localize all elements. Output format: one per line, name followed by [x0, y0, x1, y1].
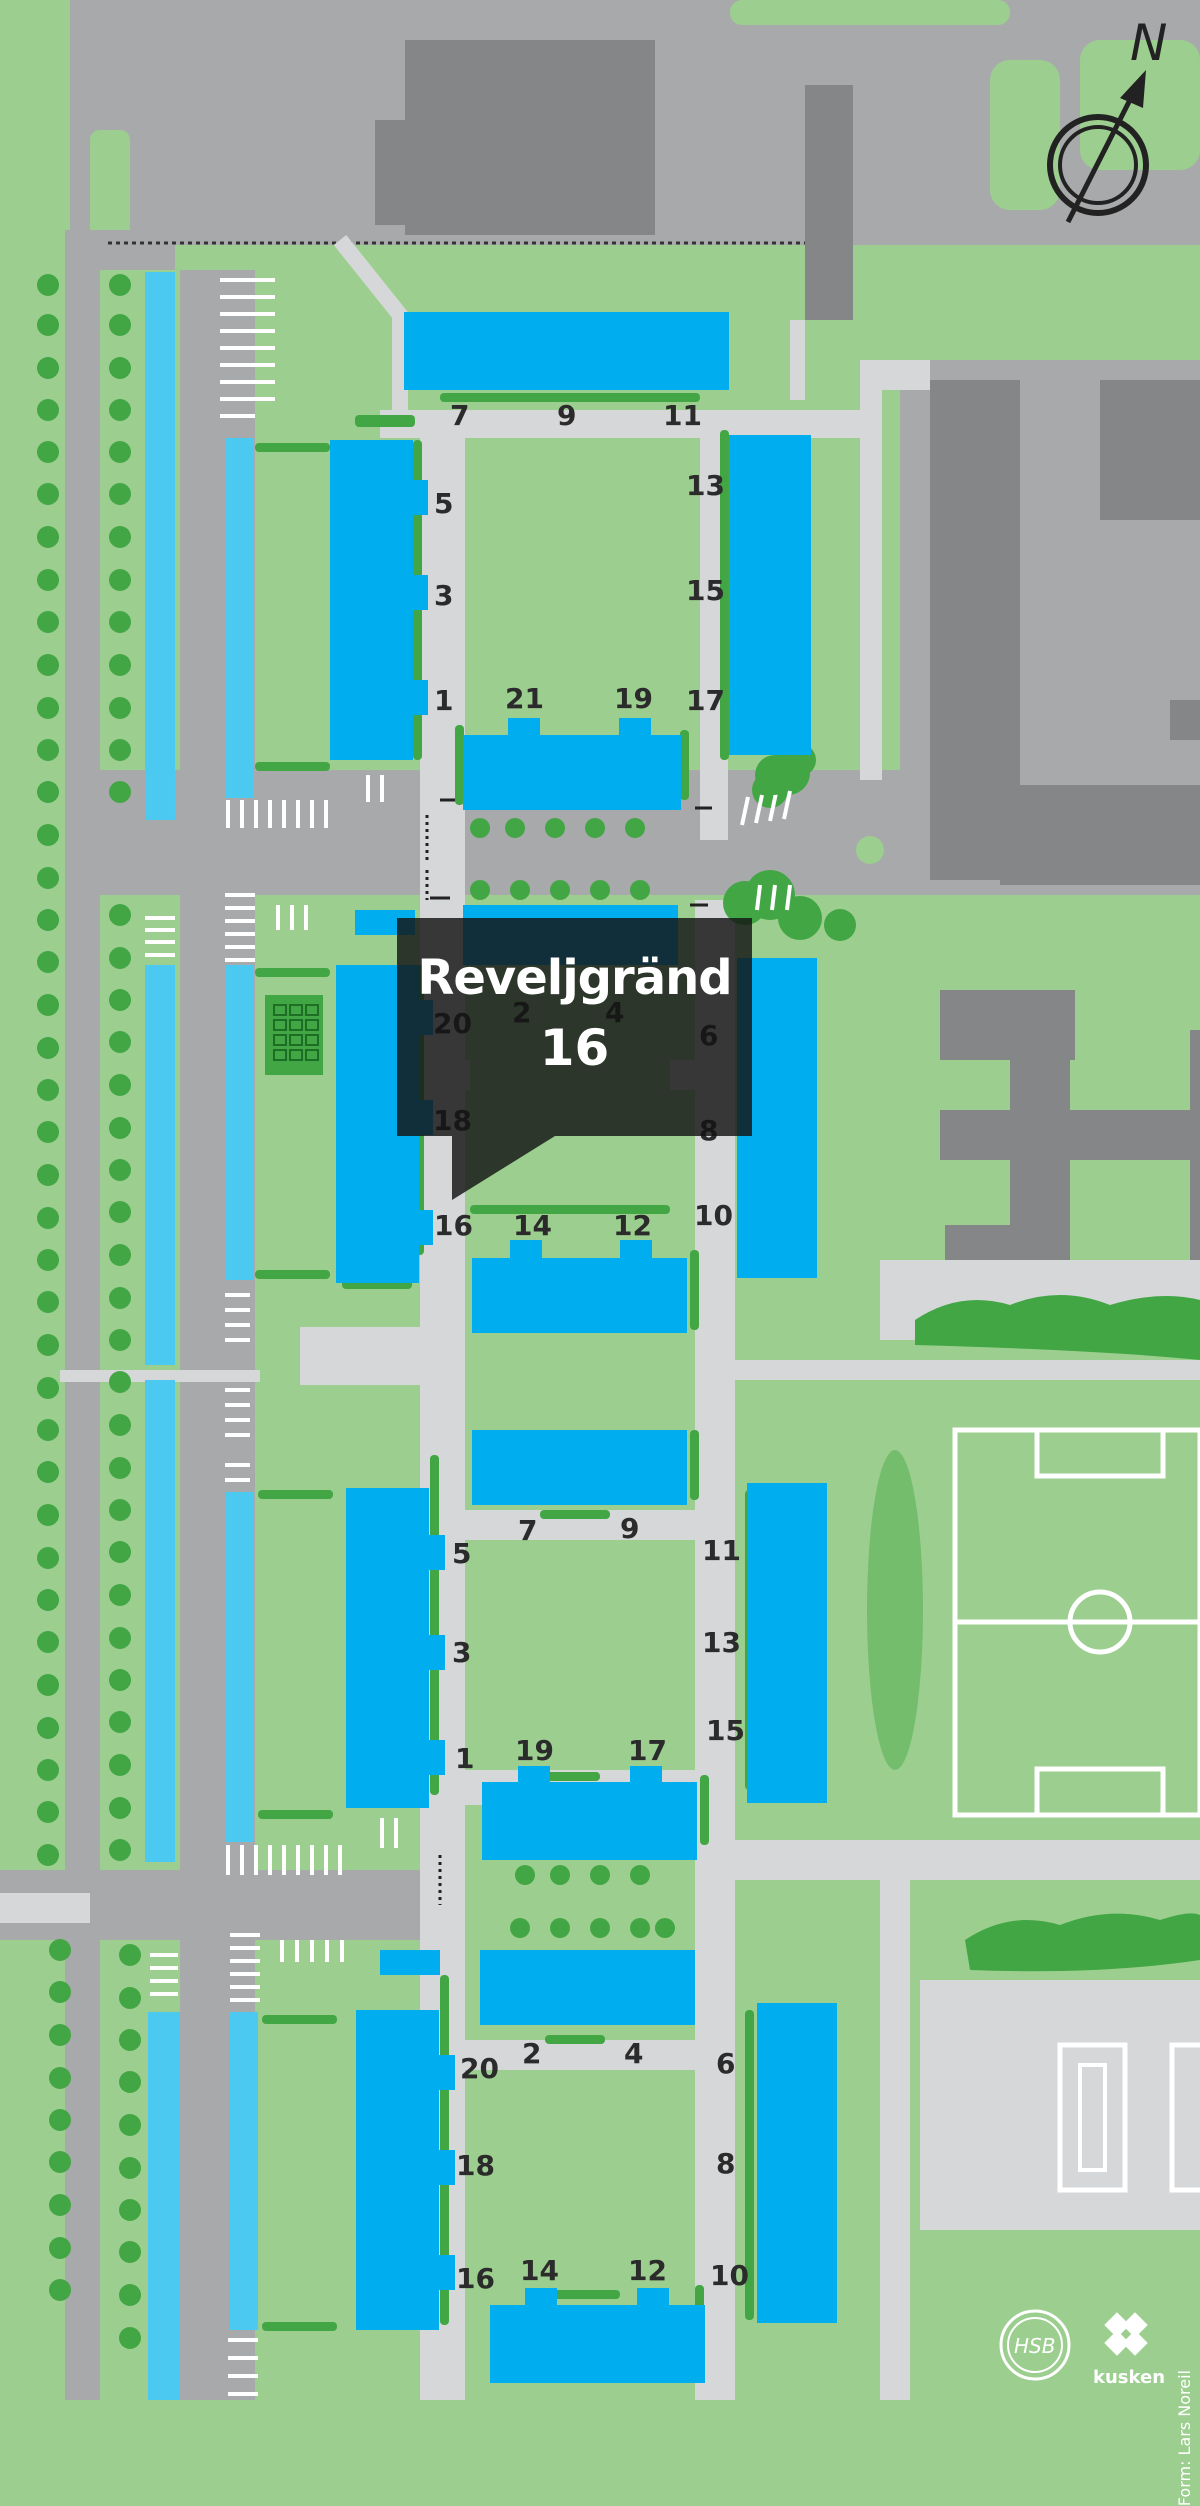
- house-number: 15: [706, 1714, 745, 1747]
- house-number: 3: [452, 1636, 471, 1669]
- carports: [145, 272, 258, 2400]
- building-c-east: [747, 1483, 827, 1803]
- map-canvas: 7 9 11 5 13 3 15 1 21 19 17 20 2 4 6 18 …: [0, 0, 1200, 2400]
- tree-row-west: [37, 274, 816, 2349]
- building-c-south: [482, 1782, 697, 1860]
- house-number: 4: [624, 2037, 643, 2070]
- building-a-north: [404, 312, 729, 390]
- house-number: 2: [522, 2037, 541, 2070]
- hsb-logo-text: HSB: [1014, 2334, 1055, 2358]
- house-number: 14: [520, 2254, 559, 2287]
- tree-cluster-east-2: [965, 1913, 1200, 1972]
- parking-stripes: [145, 278, 792, 2396]
- kusken-logo-text: kusken: [1093, 2367, 1165, 2388]
- house-number: 1: [434, 684, 453, 717]
- house-number: 5: [434, 487, 453, 520]
- courtyard-4: [490, 2080, 690, 2290]
- house-number: 19: [614, 682, 653, 715]
- building-d-north: [480, 1950, 695, 2025]
- house-number: 11: [702, 1534, 741, 1567]
- house-number: 14: [513, 1209, 552, 1242]
- credit-text: Form: Lars Noreil: [1175, 2370, 1194, 2506]
- house-number: 16: [434, 1209, 473, 1242]
- tennis-court-1: [1057, 2042, 1128, 2193]
- compass-north-label: N: [1130, 14, 1167, 72]
- house-number: 17: [628, 1734, 667, 1767]
- building-b-south: [472, 1258, 687, 1333]
- house-number: 9: [620, 1512, 639, 1545]
- house-number: 19: [515, 1734, 554, 1767]
- building-a-east: [729, 435, 811, 755]
- compass-icon: N: [1047, 14, 1167, 224]
- building-d-south: [490, 2305, 705, 2383]
- house-number: 21: [505, 682, 544, 715]
- house-number: 7: [450, 399, 469, 432]
- house-number: 13: [702, 1626, 741, 1659]
- tennis-court-2: [1169, 2042, 1200, 2193]
- house-number: 5: [452, 1537, 471, 1570]
- house-number: 20: [460, 2052, 499, 2085]
- house-number: 16: [456, 2262, 495, 2295]
- tree-cluster-east: [915, 1295, 1200, 1360]
- building-a-south: [463, 735, 681, 810]
- house-number: 1: [455, 1742, 474, 1775]
- selected-house-number: 16: [539, 1019, 610, 1077]
- courtyard-3: [485, 1560, 680, 1750]
- building-d-east: [757, 2003, 837, 2323]
- building-a-west: [330, 440, 413, 760]
- house-number: 17: [686, 684, 725, 717]
- house-number: 3: [434, 579, 453, 612]
- house-number: 7: [518, 1514, 537, 1547]
- house-number: 12: [613, 1209, 652, 1242]
- hsb-logo: HSB: [999, 2309, 1071, 2381]
- residential-buildings: [330, 312, 837, 2383]
- house-number: 8: [716, 2147, 735, 2180]
- house-number: 9: [557, 399, 576, 432]
- building-d-west: [356, 2010, 439, 2330]
- house-number: 12: [628, 2254, 667, 2287]
- house-number: 10: [694, 1199, 733, 1232]
- building-c-west: [346, 1488, 429, 1808]
- house-number: 15: [686, 574, 725, 607]
- courtyard-1: [470, 440, 670, 680]
- callout-pointer: [452, 1136, 555, 1200]
- address-callout: Reveljgränd 16: [397, 918, 752, 1136]
- house-number: 11: [663, 399, 702, 432]
- house-number: 18: [456, 2149, 495, 2182]
- street-name: Reveljgränd: [417, 950, 732, 1006]
- top-grass-strip: [730, 0, 1010, 25]
- house-number: 6: [716, 2047, 735, 2080]
- house-number: 10: [710, 2259, 749, 2292]
- house-number: 13: [686, 469, 725, 502]
- building-c-north: [472, 1430, 687, 1505]
